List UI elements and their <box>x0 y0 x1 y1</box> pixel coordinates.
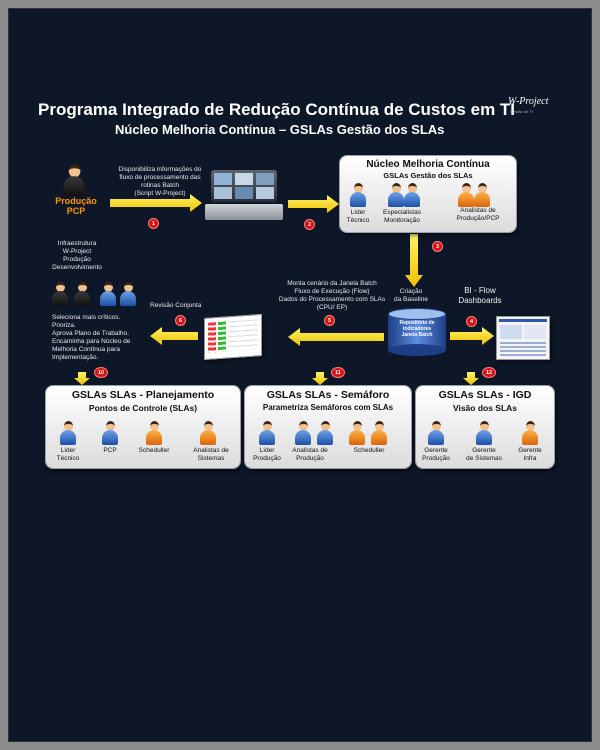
baseline-text: Criação da Baseline <box>394 288 428 303</box>
step1-text: Disponibiliza informações do fluxo de pr… <box>118 166 202 197</box>
badge-5: 5 <box>324 315 335 326</box>
infra-person-icon-3 <box>100 282 116 306</box>
igd-gerente-sistemas-icon <box>476 421 492 445</box>
badge-1: 1 <box>148 218 159 229</box>
dashboard-image <box>496 316 550 360</box>
sem-lider-icon <box>259 421 275 445</box>
arrow-1 <box>110 194 202 212</box>
badge-11: 11 <box>331 367 345 378</box>
semaforo-box: GSLAs SLAs - Semáforo Parametriza Semáfo… <box>245 386 411 468</box>
repository-label: Repositório de indicadores Janela Batch <box>399 320 435 338</box>
infra-person-icon-4 <box>120 282 136 306</box>
badge-3: 3 <box>432 241 443 252</box>
sem-scheduller-icon-2 <box>371 421 387 445</box>
igd-title: GSLAs SLAs - IGD <box>438 389 532 401</box>
nucleo-box-subtitle: GSLAs Gestão dos SLAs <box>383 171 473 180</box>
planejamento-title: GSLAs SLAs - Planejamento <box>71 389 215 401</box>
badge-12: 12 <box>482 367 496 378</box>
page-title: Programa Integrado de Redução Contínua d… <box>38 100 516 119</box>
igd-role-3: Gerente Infra <box>518 447 542 462</box>
sem-role-2: Analistas de Produção <box>292 447 328 462</box>
nucleo-role-2: Especialistas Monitoração <box>383 209 421 224</box>
arrow-5 <box>288 328 384 346</box>
especialista-icon-1 <box>388 183 404 207</box>
plan-role-1: Líder Técnico <box>56 447 80 462</box>
repository-cylinder-icon <box>388 308 446 356</box>
logo-text: W-Project <box>508 96 549 107</box>
infra-text: Infraestrutura W-Project Produção Desenv… <box>52 240 102 271</box>
semaforo-title: GSLAs SLAs - Semáforo <box>266 389 390 401</box>
step5-text: Monta cenário da Janela Batch Fluxo de E… <box>278 280 386 311</box>
sem-scheduller-icon-1 <box>349 421 365 445</box>
analista-icon-1 <box>458 183 474 207</box>
igd-gerente-producao-icon <box>428 421 444 445</box>
producao-person-icon <box>63 164 85 196</box>
revisao-text: Revisão Conjunta <box>150 302 202 309</box>
plan-analista-icon <box>200 421 216 445</box>
sem-role-1: Líder Produção <box>253 447 281 462</box>
nucleo-role-1: Líder Técnico <box>346 209 370 224</box>
igd-role-2: Gerente de Sistemas <box>466 447 502 462</box>
arrow-12 <box>463 372 479 385</box>
arrow-4 <box>450 327 494 345</box>
badge-10: 10 <box>94 367 108 378</box>
plan-scheduller-icon <box>146 421 162 445</box>
sem-analista-icon-1 <box>295 421 311 445</box>
nucleo-box: Núcleo Melhoria Contínua GSLAs Gestão do… <box>340 156 516 232</box>
sem-role-3: Scheduller <box>353 447 385 454</box>
page-subtitle: Núcleo Melhoria Contínua – GSLAs Gestão … <box>115 122 445 137</box>
producao-pcp-label: Produção PCP <box>55 196 97 216</box>
analista-icon-2 <box>474 183 490 207</box>
nucleo-role-3: Analistas de Produção/PCP <box>456 207 500 222</box>
plan-pcp-icon <box>102 421 118 445</box>
semaforo-subtitle: Parametriza Semáforos com SLAs <box>262 403 394 412</box>
igd-subtitle: Visão dos SLAs <box>452 403 518 413</box>
sem-analista-icon-2 <box>317 421 333 445</box>
seleciona-text: Seleciona mais críticos. Prioriza. Aprov… <box>52 314 131 361</box>
especialista-icon-2 <box>404 183 420 207</box>
igd-gerente-infra-icon <box>522 421 538 445</box>
badge-2: 2 <box>304 219 315 230</box>
nucleo-box-title: Núcleo Melhoria Contínua <box>366 159 490 170</box>
badge-4: 4 <box>466 316 477 327</box>
arrow-2 <box>288 195 339 213</box>
plan-role-3: Scheduller <box>138 447 170 454</box>
planejamento-box: GSLAs SLAs - Planejamento Pontos de Cont… <box>46 386 240 468</box>
logo-tagline: Gestão de TI <box>510 109 534 114</box>
planejamento-subtitle: Pontos de Controle (SLAs) <box>88 403 198 413</box>
infra-person-icon-1 <box>52 282 68 306</box>
plan-role-2: PCP <box>103 447 117 454</box>
w-project-logo: W-Project Gestão de TI <box>508 96 560 120</box>
igd-role-1: Gerente Produção <box>422 447 450 462</box>
spreadsheet-image <box>204 313 262 361</box>
bi-text: BI - Flow Dashboards <box>458 286 502 305</box>
badge-6: 6 <box>175 315 186 326</box>
arrow-3 <box>405 234 423 287</box>
arrow-11 <box>312 372 328 385</box>
infra-person-icon-2 <box>74 282 90 306</box>
plan-role-4: Analistas de Sistemas <box>193 447 229 462</box>
plan-lider-icon <box>60 421 76 445</box>
igd-box: GSLAs SLAs - IGD Visão dos SLAs Gerente … <box>416 386 554 468</box>
arrow-10 <box>74 372 90 385</box>
lider-tecnico-icon <box>350 183 366 207</box>
arrow-6 <box>150 327 198 345</box>
monitors-image <box>205 168 283 222</box>
